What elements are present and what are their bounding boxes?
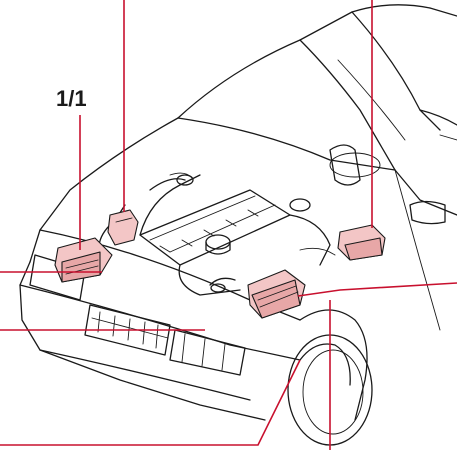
component-relay-small bbox=[107, 209, 139, 246]
callout-label-1-1: 1/1 bbox=[56, 86, 87, 111]
component-fuse-box bbox=[247, 269, 306, 319]
car-body bbox=[19, 4, 457, 446]
leader-right bbox=[297, 282, 457, 297]
component-left-box bbox=[54, 237, 113, 283]
component-right-box bbox=[337, 224, 386, 261]
engine bbox=[98, 144, 381, 296]
leader-bottom-left bbox=[0, 359, 301, 446]
